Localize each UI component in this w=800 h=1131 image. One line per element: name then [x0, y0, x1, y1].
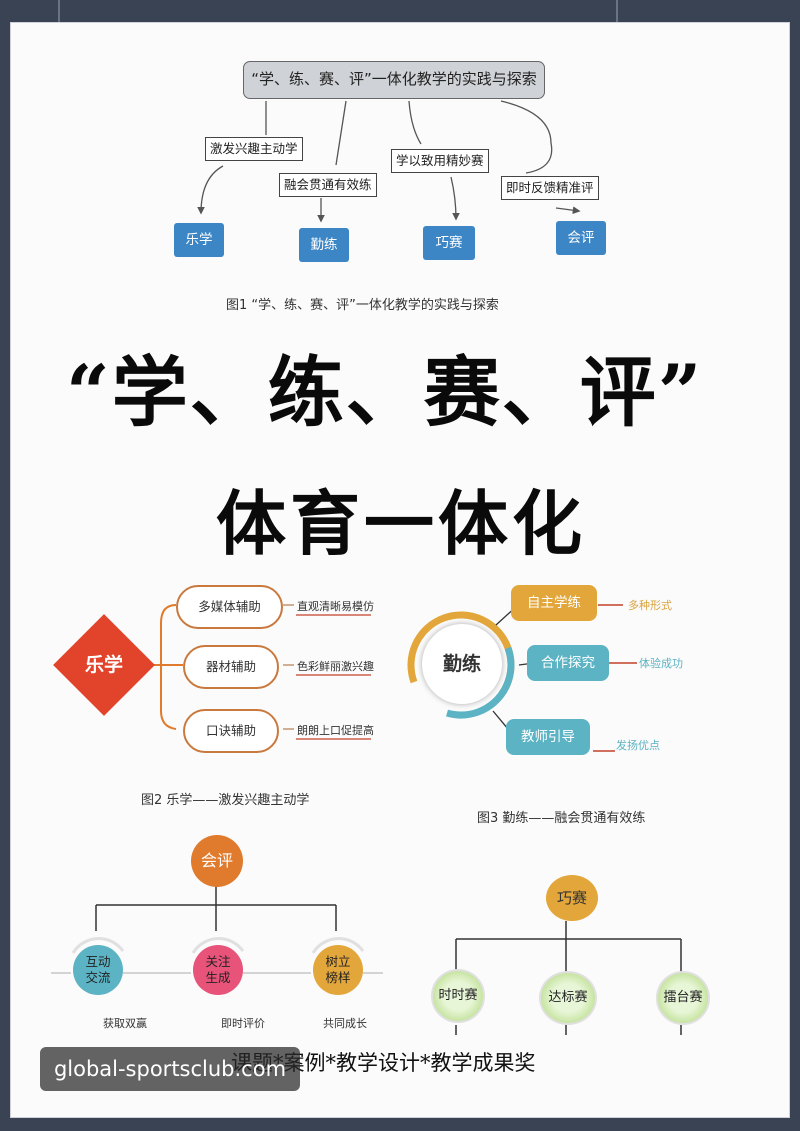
fig2-connectors [151, 604, 371, 740]
fig1-box-4: 会评 [556, 221, 606, 255]
fig3-item-1: 自主学练 [511, 585, 597, 621]
fig4-note-3: 共同成长 [323, 1017, 367, 1030]
fig1-line [500, 100, 553, 174]
fig1-label-2: 融会贯通有效练 [279, 173, 377, 197]
fig3-note-2: 体验成功 [639, 657, 683, 670]
document-page: “学、练、赛、评”一体化教学的实践与探索 激发兴趣主动学 融会贯通有效练 学以致… [10, 22, 790, 1118]
fig1-box-2: 勤练 [299, 228, 349, 262]
fig3-center: 勤练 [422, 624, 502, 704]
fig1-line [335, 100, 347, 166]
fig4-item-3: 树立榜样 [313, 945, 363, 995]
fig2-note-1: 直观清晰易模仿 [297, 600, 374, 613]
fig4-note-2: 即时评价 [221, 1017, 265, 1030]
fig5-item-3: 擂台赛 [656, 971, 710, 1025]
headline-line1: “学、练、赛、评” [66, 348, 704, 437]
fig1-caption: 图1 “学、练、赛、评”一体化教学的实践与探索 [226, 298, 499, 313]
fig5-top: 巧赛 [546, 875, 598, 921]
top-bar-divider [58, 0, 60, 22]
fig1-arrow [197, 165, 224, 215]
fig4-item-2: 关注生成 [193, 945, 243, 995]
fig3-item-2: 合作探究 [527, 645, 609, 681]
fig1-line [408, 100, 422, 145]
headline-line2: 体育一体化 [216, 482, 586, 565]
fig1-box-3: 巧赛 [423, 226, 475, 260]
fig3-item-3: 教师引导 [506, 719, 590, 755]
fig5-item-2: 达标赛 [539, 971, 597, 1025]
fig4-item-1-label: 互动交流 [85, 954, 111, 985]
fig1-connectors [197, 100, 581, 223]
fig1-box-1: 乐学 [174, 223, 224, 257]
fig3-caption: 图3 勤练——融会贯通有效练 [477, 811, 646, 826]
fig2-note-3: 朗朗上口促提高 [297, 724, 374, 737]
fig2-caption: 图2 乐学——激发兴趣主动学 [141, 793, 310, 808]
fig1-arrow [555, 206, 581, 215]
fig3-note-3: 发扬优点 [616, 739, 660, 752]
top-bar [0, 0, 800, 22]
fig4-item-2-label: 关注生成 [205, 954, 231, 985]
top-bar-divider [616, 0, 618, 22]
fig1-title-box: “学、练、赛、评”一体化教学的实践与探索 [243, 61, 545, 99]
fig4-item-3-label: 树立榜样 [325, 954, 351, 985]
fig4-connectors [51, 885, 383, 974]
fig1-label-4: 即时反馈精准评 [501, 176, 599, 200]
fig2-item-2: 器材辅助 [183, 645, 279, 689]
fig1-arrow [450, 176, 460, 221]
watermark: global-sportsclub.com [40, 1047, 300, 1091]
fig2-item-1: 多媒体辅助 [176, 585, 283, 629]
fig1-label-1: 激发兴趣主动学 [205, 137, 303, 161]
fig3-note-1: 多种形式 [628, 599, 672, 612]
fig2-center-label: 乐学 [84, 654, 123, 676]
fig5-connectors [455, 921, 682, 1035]
fig1-label-3: 学以致用精妙赛 [391, 149, 489, 173]
fig4-top: 会评 [191, 835, 243, 887]
fig2-item-3: 口诀辅助 [183, 709, 279, 753]
fig2-note-2: 色彩鲜丽激兴趣 [297, 660, 374, 673]
fig5-item-1: 时时赛 [431, 969, 485, 1023]
fig4-item-1: 互动交流 [73, 945, 123, 995]
fig4-note-1: 获取双赢 [103, 1017, 147, 1030]
